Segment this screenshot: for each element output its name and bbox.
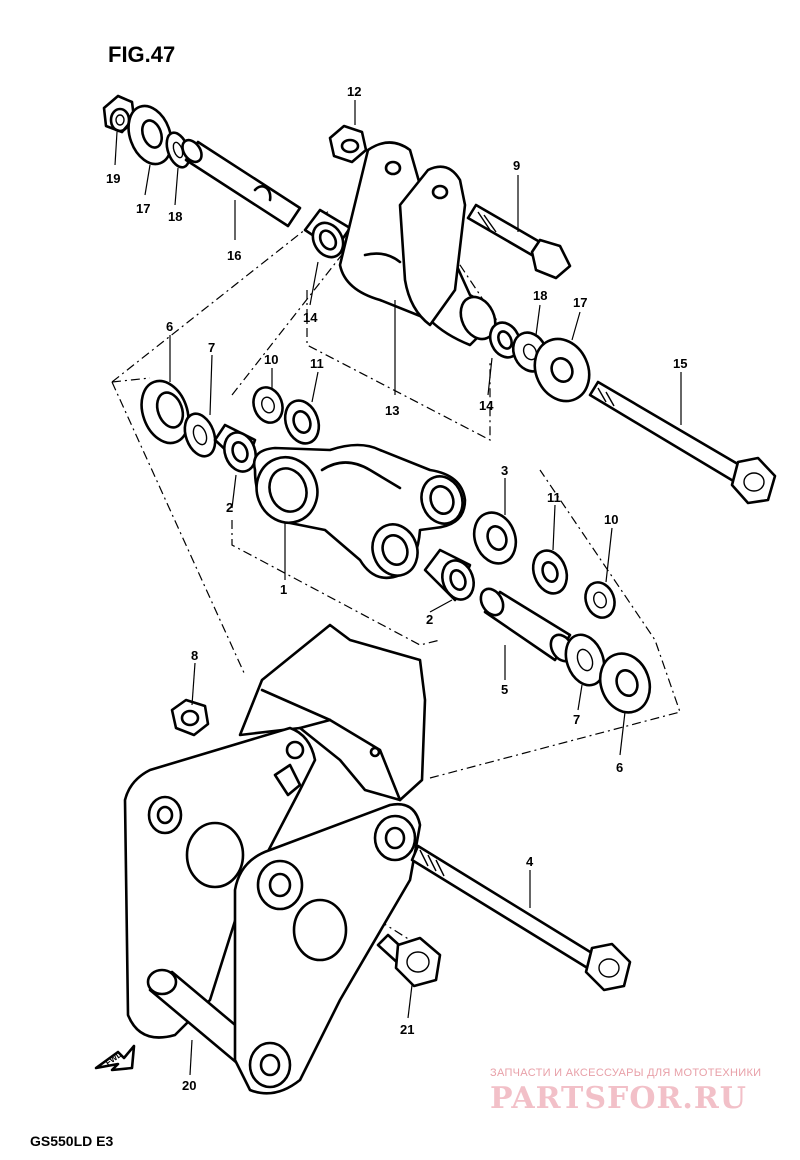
callout-21: 21 [400,1022,414,1037]
callout-19: 19 [106,171,120,186]
callout-12: 12 [347,84,361,99]
part-15-bolt [588,380,777,505]
part-10-collar-right [584,581,616,619]
callout-16: 16 [227,248,241,263]
callout-17-top: 17 [136,201,150,216]
part-6-seal-left [140,379,190,445]
part-2-bearing-left [213,423,257,473]
callout-1: 1 [280,582,287,597]
part-3-seal [472,511,518,565]
part-11-spacer-left [283,399,321,445]
callout-7-left: 7 [208,340,215,355]
forward-arrow-icon: FWD [94,1044,136,1072]
callout-5: 5 [501,682,508,697]
model-code: GS550LD E3 [30,1133,113,1149]
callout-14-right: 14 [479,398,494,413]
callout-18-right: 18 [533,288,547,303]
callout-7-right: 7 [573,712,580,727]
part-7-washer-right [564,633,606,687]
callout-2-left: 2 [226,500,233,515]
part-16-shaft [181,138,302,228]
part-11-spacer-right [531,549,569,595]
callout-labels: 12 9 19 17 18 16 14 13 14 18 17 15 6 7 1… [106,84,687,1093]
callout-3: 3 [501,463,508,478]
part-17-washer-top [127,104,173,166]
watermark-brand: PARTSFOR.RU [490,1081,747,1116]
watermark-tagline: ЗАПЧАСТИ И АКСЕССУАРЫ ДЛЯ МОТОТЕХНИКИ [490,1067,761,1079]
part-4-bolt [410,844,632,992]
callout-13: 13 [385,403,399,418]
part-6-seal-right [598,652,652,714]
watermark: ЗАПЧАСТИ И АКСЕССУАРЫ ДЛЯ МОТОТЕХНИКИ PA… [490,1067,761,1116]
part-12-nut [328,124,368,164]
callout-15: 15 [673,356,687,371]
part-17-washer-right [533,337,591,403]
callout-10-left: 10 [264,352,278,367]
part-8-nut [170,698,210,737]
callout-8: 8 [191,648,198,663]
callout-10-right: 10 [604,512,618,527]
part-5-sleeve [479,587,575,663]
part-1-cushion-lever [252,443,467,580]
callout-18-top: 18 [168,209,182,224]
callout-14-top: 14 [303,310,318,325]
callout-9: 9 [513,158,520,173]
callout-11-left: 11 [310,356,324,371]
part-7-washer-left [183,412,217,458]
callout-6-right: 6 [616,760,623,775]
part-9-bolt [466,203,572,280]
callout-17-right: 17 [573,295,587,310]
callout-6-left: 6 [166,319,173,334]
part-13-link-arm [338,141,497,347]
callout-4: 4 [526,854,534,869]
figure-title: FIG.47 [108,42,175,67]
callout-20: 20 [182,1078,196,1093]
part-10-collar-left [252,386,284,424]
part-20-bracket [123,623,427,1095]
part-2-bearing-right [423,548,475,602]
leader-lines [114,100,682,1076]
callout-11-right: 11 [547,490,561,505]
part-21-bolt [376,933,442,988]
callout-2-right: 2 [426,612,433,627]
